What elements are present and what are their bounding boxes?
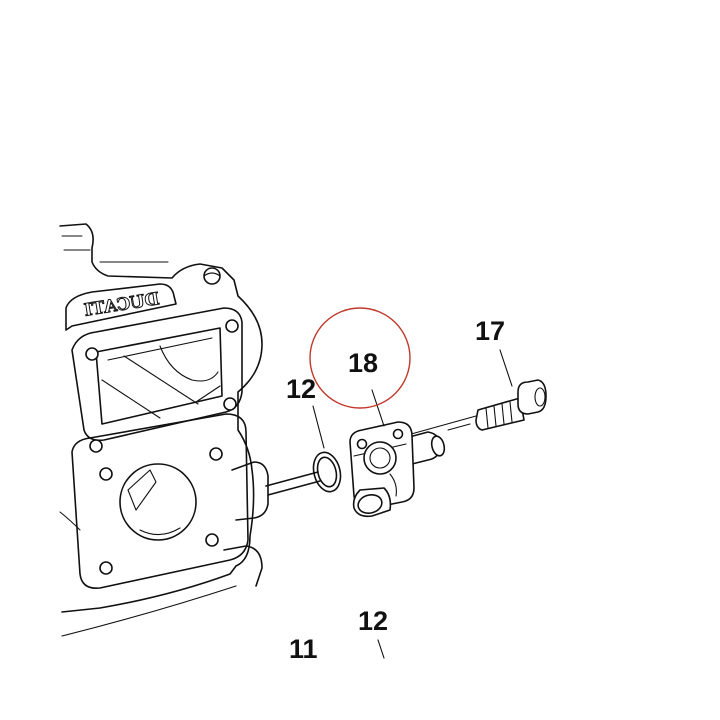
assembly-axis: [265, 415, 477, 496]
callout-part-11: 11: [289, 634, 318, 664]
callout-part-17: 17: [475, 316, 506, 346]
flange-fitting-part-18: [349, 389, 446, 518]
callout-part-18: 18: [348, 348, 379, 378]
leader-part-12-lower: [377, 639, 385, 659]
engine-case: DUCATI: [59, 223, 269, 637]
callout-part-12-upper: 12: [286, 374, 317, 404]
screw-part-17: [475, 349, 547, 431]
o-ring-part-12: [312, 405, 342, 493]
highlight-circle: [309, 307, 411, 409]
callout-part-12-lower: 12: [358, 606, 389, 636]
